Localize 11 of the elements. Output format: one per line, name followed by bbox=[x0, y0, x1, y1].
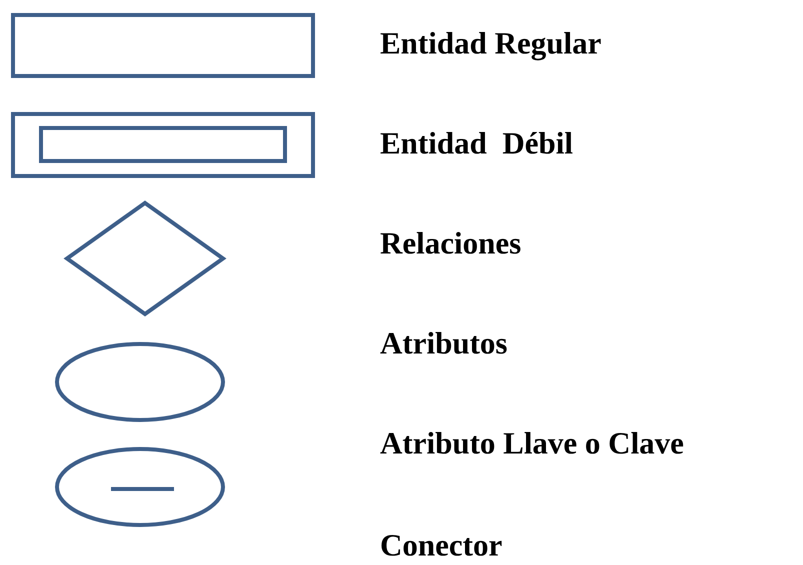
legend-label: Entidad Regular bbox=[380, 28, 602, 58]
legend-label: Entidad Débil bbox=[380, 128, 573, 158]
legend-label: Atributo Llave o Clave bbox=[380, 428, 684, 458]
relationship-symbol bbox=[64, 200, 226, 316]
attribute-symbol bbox=[55, 342, 225, 422]
key-attribute-symbol bbox=[55, 447, 225, 527]
legend-label: Atributos bbox=[380, 328, 508, 358]
legend-label: Relaciones bbox=[380, 228, 522, 258]
weak-entity-symbol bbox=[11, 112, 315, 178]
legend-label: Conector bbox=[380, 530, 502, 560]
entity-symbol bbox=[11, 13, 315, 78]
